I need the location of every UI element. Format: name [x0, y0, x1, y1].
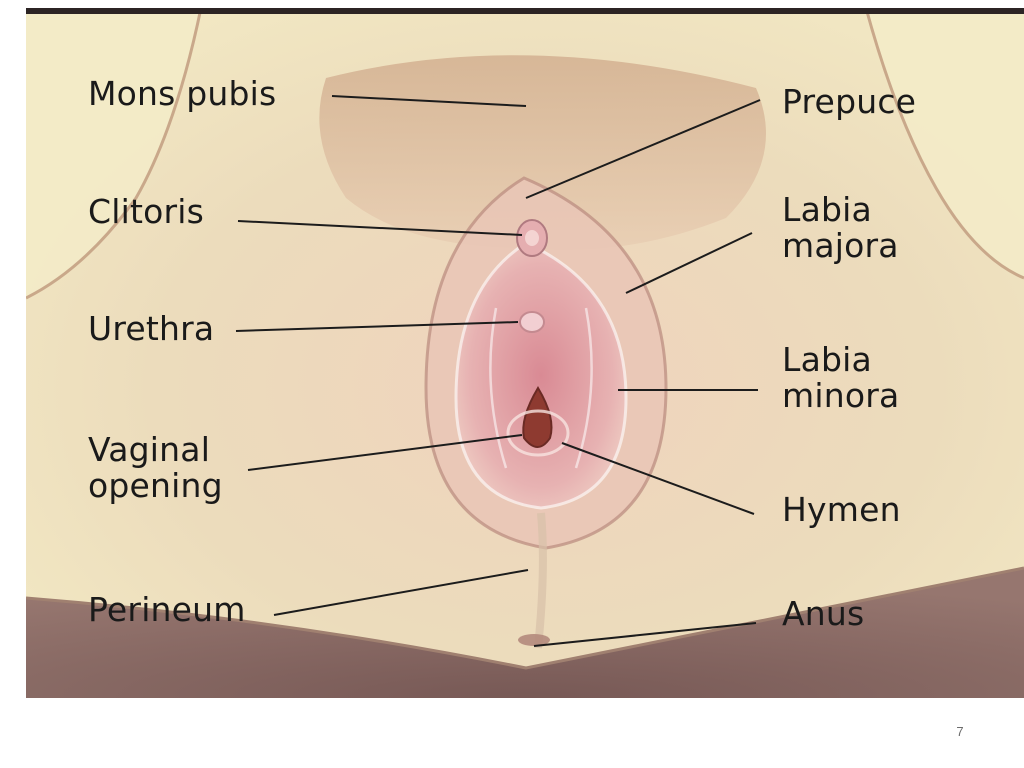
label-urethra: Urethra — [88, 309, 215, 348]
leader-clitoris — [237, 220, 523, 236]
leader-vaginal-opening — [247, 434, 523, 471]
label-vaginal-opening-line2: opening — [88, 466, 223, 505]
label-labia-minora-line1: Labia — [782, 340, 872, 379]
leader-labia-majora — [625, 232, 753, 294]
label-vaginal-opening-line1: Vaginal — [88, 430, 211, 469]
anatomy-illustration: Mons pubis Clitoris Urethra Vaginal open… — [26, 8, 1024, 698]
label-anus: Anus — [782, 594, 865, 633]
label-labia-majora: Labia majora — [782, 192, 899, 264]
leader-mons-pubis — [331, 95, 527, 107]
label-vaginal-opening: Vaginal opening — [88, 432, 223, 504]
label-labia-majora-line1: Labia — [782, 190, 872, 229]
page-number: 7 — [956, 724, 964, 739]
label-clitoris: Clitoris — [88, 192, 205, 231]
leader-hymen — [561, 442, 755, 515]
leader-lines — [235, 95, 761, 647]
label-labia-minora: Labia minora — [782, 342, 899, 414]
label-perineum: Perineum — [88, 590, 246, 629]
leader-anus — [533, 622, 757, 647]
label-prepuce: Prepuce — [782, 82, 917, 121]
leader-perineum — [273, 569, 529, 616]
label-labia-minora-line2: minora — [782, 376, 900, 415]
leader-urethra — [235, 321, 519, 332]
label-hymen: Hymen — [782, 490, 901, 529]
label-labia-majora-line2: majora — [782, 226, 899, 265]
illustration-drawing — [26, 8, 1024, 698]
label-mons-pubis: Mons pubis — [88, 74, 277, 113]
leader-prepuce — [525, 99, 761, 199]
